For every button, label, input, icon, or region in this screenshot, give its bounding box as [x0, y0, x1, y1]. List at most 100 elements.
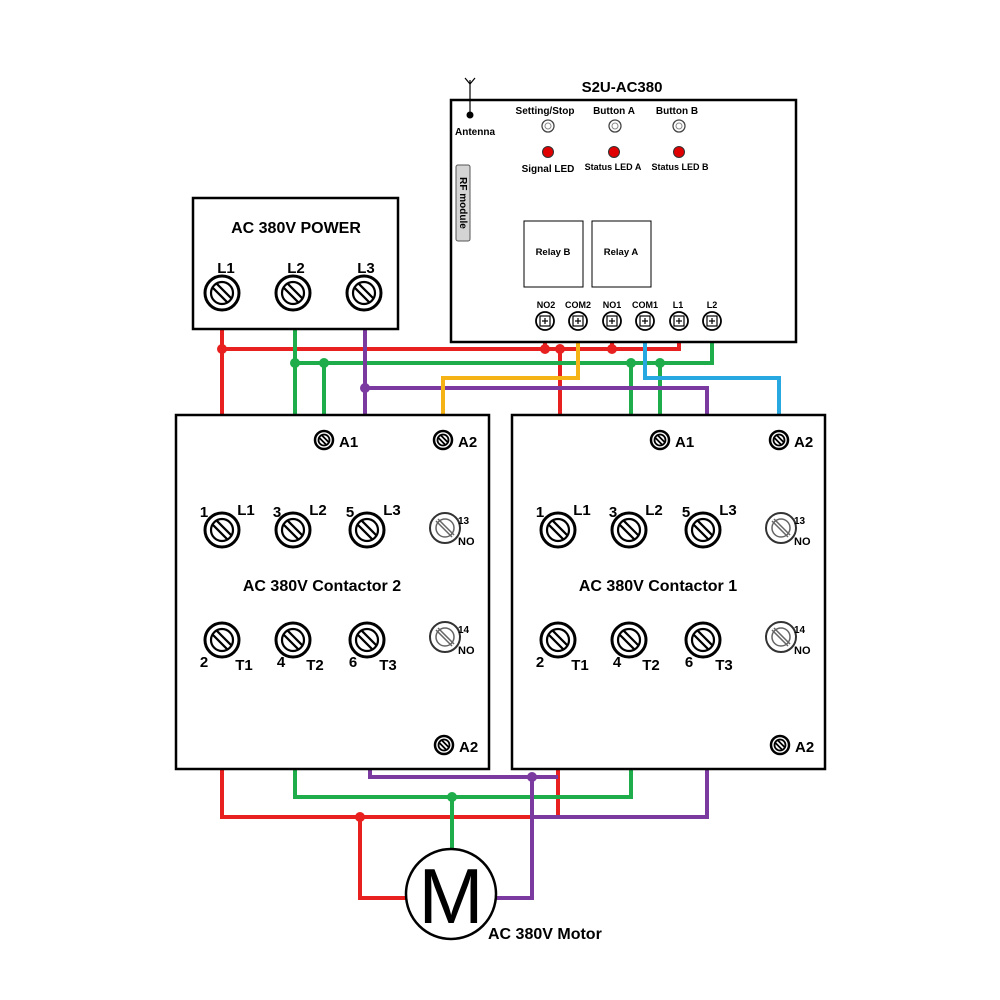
junction-dot [626, 358, 636, 368]
junction-dot [290, 358, 300, 368]
antenna-icon [464, 77, 476, 119]
junction-dot [360, 383, 370, 393]
junction-dot [607, 344, 617, 354]
contactor-1-num-1: 1 [536, 504, 544, 521]
contactor-2-aux-14-num: 14 [458, 625, 470, 636]
contactor-2-a2-terminal[interactable] [432, 429, 454, 451]
contactor-1-label-t3: T3 [715, 657, 733, 674]
terminal-label-no2: NO2 [537, 300, 556, 310]
terminal-com2[interactable] [568, 311, 588, 331]
contactor-1-terminal-3[interactable] [610, 511, 648, 549]
contactor-2-aux-14-no: NO [458, 645, 475, 657]
power-label-l1: L1 [217, 260, 235, 277]
rf-module-chip [455, 164, 471, 242]
contactor-1-num-3: 3 [609, 504, 617, 521]
power-label-l2: L2 [287, 260, 305, 277]
terminal-label-com2: COM2 [565, 300, 591, 310]
junction-dot [655, 358, 665, 368]
terminal-l2[interactable] [702, 311, 722, 331]
contactor-1-title: AC 380V Contactor 1 [579, 578, 737, 595]
contactor-1-a1-label: A1 [675, 434, 694, 451]
button-a[interactable] [608, 119, 622, 133]
contactor-2-num-1: 1 [200, 504, 208, 521]
terminal-label-com1: COM1 [632, 300, 658, 310]
contactor-1-num-5: 5 [682, 504, 690, 521]
contactor-1-terminal-6[interactable] [684, 621, 722, 659]
motor-circle [404, 847, 498, 941]
contactor-1-box [510, 413, 827, 771]
contactor-1: AC 380V Contactor 1 A1 A2 1 L1 3 L2 5 L3… [510, 413, 827, 771]
power-label-l3: L3 [357, 260, 375, 277]
terminal-no1[interactable] [602, 311, 622, 331]
motor: M AC 380V Motor [404, 847, 602, 943]
contactor-2-label-l1: L1 [237, 502, 255, 519]
contactor-2-a1-terminal[interactable] [313, 429, 335, 451]
contactor-2-box [174, 413, 491, 771]
terminal-com1[interactable] [635, 311, 655, 331]
junction-dot [540, 344, 550, 354]
rf-module-label: RF module [457, 177, 468, 229]
power-title: AC 380V POWER [231, 220, 361, 237]
contactor-2: AC 380V Contactor 2 A1 A2 1 L1 3 L2 5 L3… [174, 413, 491, 771]
contactor-2-terminal-3[interactable] [274, 511, 312, 549]
contactor-2-aux-13-num: 13 [458, 516, 470, 527]
button-b[interactable] [672, 119, 686, 133]
contactor-1-aux-14-num: 14 [794, 625, 806, 636]
setting-stop-button[interactable] [541, 119, 555, 133]
power-terminal-l2[interactable] [274, 274, 312, 312]
junction-dots [217, 344, 665, 822]
relay-b [523, 220, 584, 288]
junction-dot [527, 772, 537, 782]
status-led-a [608, 146, 620, 158]
contactor-2-terminal-6[interactable] [348, 621, 386, 659]
led-label-status-b: Status LED B [651, 162, 709, 172]
contactor-1-aux-13-no: NO [794, 536, 811, 548]
contactor-2-aux-13-no: NO [458, 536, 475, 548]
contactor-1-a2-terminal[interactable] [768, 429, 790, 451]
power-terminal-l3[interactable] [345, 274, 383, 312]
button-label-setting: Setting/Stop [516, 106, 575, 117]
contactor-1-bottom-a2-label: A2 [795, 739, 814, 756]
contactor-1-terminal-5[interactable] [684, 511, 722, 549]
contactor-1-aux-14-terminal[interactable] [765, 621, 797, 653]
signal-led [542, 146, 554, 158]
contactor-2-terminal-2[interactable] [203, 621, 241, 659]
contactor-2-num-4: 4 [277, 654, 286, 671]
contactor-1-terminal-2[interactable] [539, 621, 577, 659]
controller-title: S2U-AC380 [582, 79, 663, 96]
contactor-1-terminal-1[interactable] [539, 511, 577, 549]
contactor-2-label-t2: T2 [306, 657, 324, 674]
contactor-2-bottom-a2-terminal[interactable] [433, 734, 455, 756]
contactor-1-terminal-4[interactable] [610, 621, 648, 659]
contactor-2-a1-label: A1 [339, 434, 358, 451]
contactor-2-label-t1: T1 [235, 657, 253, 674]
terminal-no2[interactable] [535, 311, 555, 331]
junction-dot [555, 344, 565, 354]
button-label-b: Button B [656, 106, 698, 117]
motor-label: AC 380V Motor [488, 926, 602, 943]
controller-module: S2U-AC380 Antenna RF module Setting/Stop… [449, 77, 798, 344]
relay-a-label: Relay A [604, 247, 639, 258]
junction-dot [447, 792, 457, 802]
contactor-2-label-l2: L2 [309, 502, 327, 519]
contactor-1-bottom-a2-terminal[interactable] [769, 734, 791, 756]
contactor-2-aux-13-terminal[interactable] [429, 512, 461, 544]
wire-yellow-com2-c2-a2 [441, 322, 580, 440]
junction-dot [217, 344, 227, 354]
contactor-1-num-6: 6 [685, 654, 693, 671]
terminal-l1[interactable] [669, 311, 689, 331]
contactor-1-aux-13-num: 13 [794, 516, 806, 527]
contactor-2-label-l3: L3 [383, 502, 401, 519]
led-label-status-a: Status LED A [585, 162, 642, 172]
contactor-2-aux-14-terminal[interactable] [429, 621, 461, 653]
terminal-label-l2: L2 [707, 300, 718, 310]
contactor-1-a1-terminal[interactable] [649, 429, 671, 451]
contactor-2-terminal-1[interactable] [203, 511, 241, 549]
contactor-2-terminal-4[interactable] [274, 621, 312, 659]
contactor-2-bottom-a2-label: A2 [459, 739, 478, 756]
junction-dot [355, 812, 365, 822]
contactor-2-terminal-5[interactable] [348, 511, 386, 549]
contactor-1-label-l2: L2 [645, 502, 663, 519]
contactor-1-aux-13-terminal[interactable] [765, 512, 797, 544]
power-terminal-l1[interactable] [203, 274, 241, 312]
